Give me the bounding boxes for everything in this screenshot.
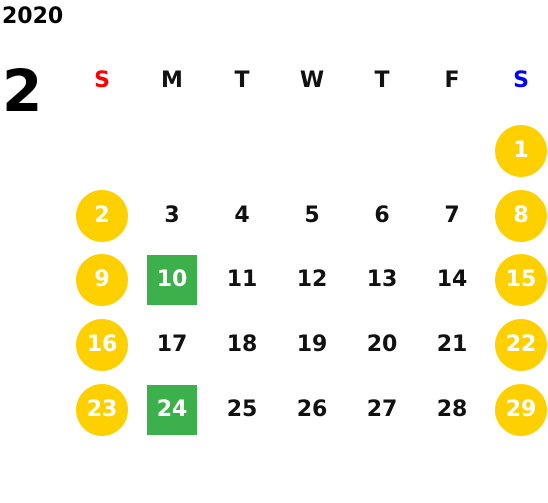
day-2[interactable]: 2 [76,190,128,242]
year-label: 2020 [2,4,64,29]
day-21[interactable]: 21 [436,332,468,357]
weekday-sat: S [513,68,529,93]
day-17[interactable]: 17 [156,332,188,357]
day-16[interactable]: 16 [76,319,128,371]
day-29[interactable]: 29 [495,384,547,436]
weekday-sun: S [94,68,110,93]
day-13[interactable]: 13 [366,267,398,292]
weekday-tue: T [234,68,250,93]
day-1[interactable]: 1 [495,125,547,177]
day-25[interactable]: 25 [226,397,258,422]
weekday-wed: W [299,68,325,93]
weekday-fri: F [444,68,460,93]
day-6[interactable]: 6 [374,203,390,228]
day-8[interactable]: 8 [495,190,547,242]
day-12[interactable]: 12 [296,267,328,292]
day-23[interactable]: 23 [76,384,128,436]
day-19[interactable]: 19 [296,332,328,357]
weekday-mon: M [161,68,183,93]
day-3[interactable]: 3 [164,203,180,228]
day-7[interactable]: 7 [444,203,460,228]
day-20[interactable]: 20 [366,332,398,357]
month-label: 2 [2,57,43,125]
day-5[interactable]: 5 [304,203,320,228]
day-24[interactable]: 24 [147,385,197,435]
day-18[interactable]: 18 [226,332,258,357]
day-10[interactable]: 10 [147,255,197,305]
weekday-thu: T [374,68,390,93]
day-9[interactable]: 9 [76,254,128,306]
day-11[interactable]: 11 [226,267,258,292]
day-4[interactable]: 4 [234,203,250,228]
day-14[interactable]: 14 [436,267,468,292]
day-27[interactable]: 27 [366,397,398,422]
day-28[interactable]: 28 [436,397,468,422]
day-15[interactable]: 15 [495,254,547,306]
day-26[interactable]: 26 [296,397,328,422]
day-22[interactable]: 22 [495,319,547,371]
